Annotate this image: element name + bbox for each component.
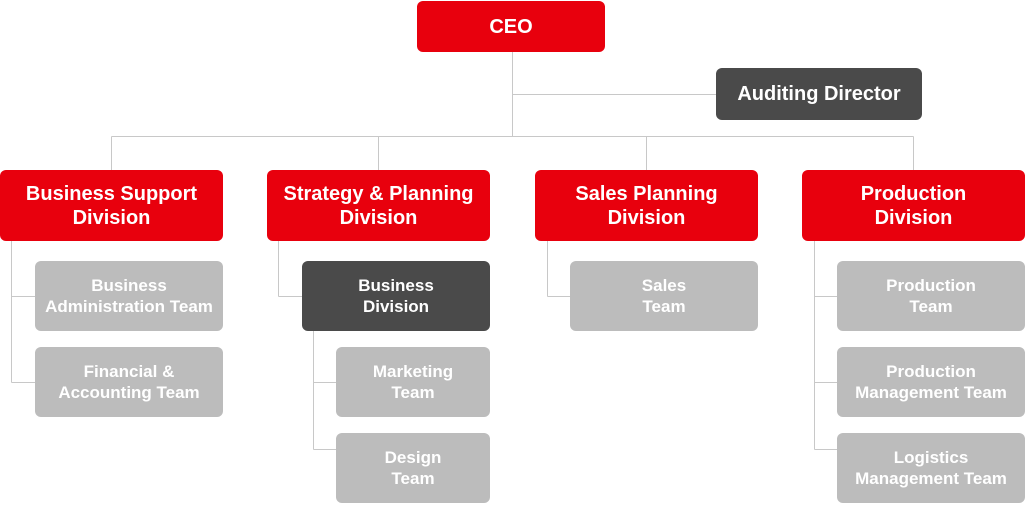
team-sales[interactable]: Sales Team (570, 261, 758, 331)
team-logistics-management[interactable]: Logistics Management Team (837, 433, 1025, 503)
division-sales-planning[interactable]: Sales Planning Division (535, 170, 758, 241)
team-production-management[interactable]: Production Management Team (837, 347, 1025, 417)
team-production[interactable]: Production Team (837, 261, 1025, 331)
sub-division-business[interactable]: Business Division (302, 261, 490, 331)
team-business-administration[interactable]: Business Administration Team (35, 261, 223, 331)
ceo-box[interactable]: CEO (417, 1, 605, 52)
team-financial-accounting[interactable]: Financial & Accounting Team (35, 347, 223, 417)
auditing-director-box[interactable]: Auditing Director (716, 68, 922, 120)
division-production[interactable]: Production Division (802, 170, 1025, 241)
division-business-support[interactable]: Business Support Division (0, 170, 223, 241)
team-design[interactable]: Design Team (336, 433, 490, 503)
team-marketing[interactable]: Marketing Team (336, 347, 490, 417)
division-strategy-planning[interactable]: Strategy & Planning Division (267, 170, 490, 241)
